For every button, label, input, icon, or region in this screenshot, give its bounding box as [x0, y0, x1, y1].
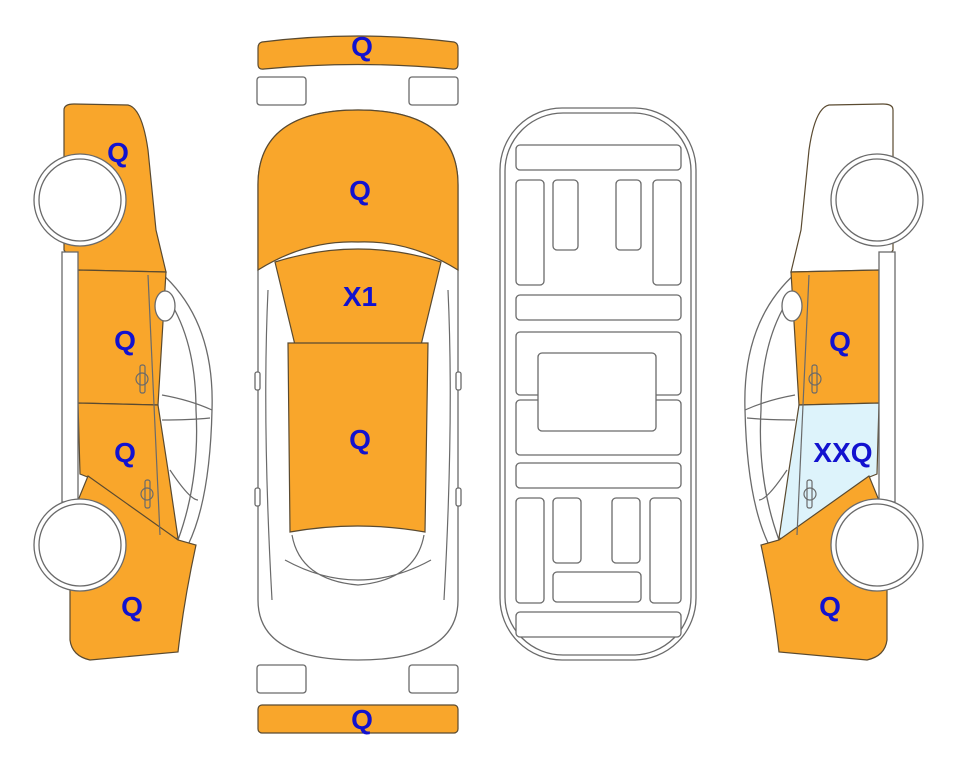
left-rear-door-handle-icon [140, 479, 154, 509]
windshield-panel[interactable] [274, 248, 442, 346]
roof-label: Q [349, 424, 371, 455]
right-front-door-label: Q [829, 326, 851, 357]
right-mirror [455, 371, 462, 391]
right-rear-door-label: XXQ [813, 437, 872, 468]
right-taillight [408, 664, 459, 694]
left-rear-wheel [33, 498, 127, 592]
left-front-door-label: Q [114, 325, 136, 356]
left-front-fender-label: Q [107, 137, 129, 168]
hood-panel[interactable] [257, 109, 459, 272]
left-rocker [61, 251, 79, 503]
right-rear-quarter-label: Q [819, 591, 841, 622]
right-front-wheel [830, 153, 924, 247]
left-front-door-handle-icon [135, 364, 149, 394]
roof-panel[interactable] [287, 342, 429, 533]
right-headlight [408, 76, 459, 106]
right-rear-door-handle-icon [803, 479, 817, 509]
left-front-door-window [154, 290, 176, 322]
left-headlight [256, 76, 307, 106]
left-rear-quarter-label: Q [121, 591, 143, 622]
windshield-label: X1 [343, 281, 377, 312]
top-view [254, 35, 462, 734]
left-front-wheel [33, 153, 127, 247]
left-rear-door-label: Q [114, 437, 136, 468]
underbody-view [499, 107, 697, 661]
left-side-view [33, 103, 213, 661]
right-rear-wheel [830, 498, 924, 592]
right-side-view [744, 103, 924, 661]
right-front-door-handle-icon [808, 364, 822, 394]
rear-bumper-label: Q [351, 704, 373, 735]
rear-bumper-panel[interactable] [257, 704, 459, 734]
left-mirror [254, 371, 261, 391]
front-bumper-panel[interactable] [257, 35, 459, 70]
left-taillight [256, 664, 307, 694]
hood-label: Q [349, 175, 371, 206]
front-bumper-label: Q [351, 31, 373, 62]
